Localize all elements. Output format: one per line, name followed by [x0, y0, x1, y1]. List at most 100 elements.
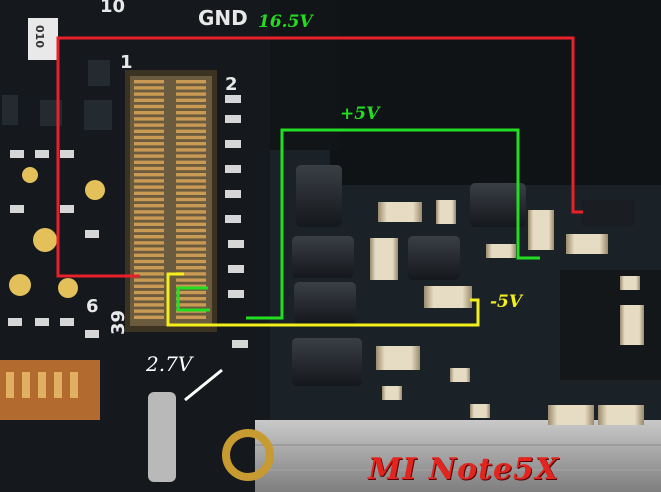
- silk-pin-2: 2: [225, 74, 238, 95]
- connector-pin: [176, 222, 206, 226]
- connector-pin: [134, 247, 164, 251]
- connector-pin: [176, 104, 206, 109]
- connector-pin: [134, 92, 164, 96]
- inductors: [292, 165, 661, 386]
- connector-pin: [134, 228, 164, 233]
- capacitors: [370, 200, 644, 425]
- connector-pin: [134, 210, 164, 214]
- label-16v5: 16.5V: [258, 12, 313, 32]
- trace-2v7: [184, 368, 223, 402]
- connector-pin: [176, 98, 206, 102]
- connector-pin: [176, 235, 206, 239]
- connector-pin: [176, 216, 206, 220]
- label-plus5v: +5V: [340, 104, 380, 124]
- connector-pin: [176, 303, 206, 307]
- resistor: [28, 18, 58, 60]
- board-connector: [125, 70, 217, 332]
- connector-pin: [176, 247, 206, 251]
- test-pads: [9, 167, 105, 298]
- connector-pin: [176, 272, 206, 276]
- connector-pin: [176, 86, 206, 90]
- connector-pin: [134, 253, 164, 257]
- connector-pin: [134, 173, 164, 177]
- connector-pin: [134, 142, 164, 146]
- trace-plus5v: [246, 128, 540, 320]
- connector-pin: [176, 297, 206, 301]
- connector-pin: [134, 222, 164, 226]
- connector-pin: [176, 197, 206, 202]
- connector-pin: [176, 160, 206, 164]
- connector-pin: [176, 241, 206, 245]
- connector-pin: [134, 278, 164, 282]
- connector-pin: [176, 266, 206, 270]
- connector-pin: [134, 297, 164, 301]
- silk-gnd: GND: [198, 6, 248, 30]
- connector-pin: [176, 210, 206, 214]
- connector-pin: [176, 253, 206, 257]
- connector-pin: [176, 278, 206, 282]
- connector-pin: [134, 117, 164, 121]
- connector-pin: [176, 204, 206, 208]
- label-minus5v: -5V: [490, 292, 523, 312]
- connector-pin: [134, 197, 164, 202]
- connector-pin: [176, 228, 206, 233]
- connector-pin: [134, 216, 164, 220]
- connector-pin: [134, 272, 164, 276]
- connector-pin: [176, 123, 206, 127]
- connector-pin: [134, 315, 164, 319]
- connector-pin: [176, 259, 206, 264]
- connector-pin: [134, 129, 164, 133]
- connector-pin: [134, 166, 164, 171]
- connector-pin: [134, 80, 164, 84]
- connector-pin: [134, 204, 164, 208]
- connector-pin: [134, 235, 164, 239]
- connector-pin: [134, 284, 164, 288]
- connector-pin: [176, 148, 206, 152]
- connector-pin: [134, 303, 164, 307]
- flex-connector: [0, 360, 100, 420]
- connector-pin: [176, 142, 206, 146]
- caption-model: MI Note5X: [368, 452, 560, 487]
- connector-pin: [134, 98, 164, 102]
- trace-minus5v: [166, 272, 480, 327]
- connector-pin: [134, 154, 164, 158]
- trace-16v5: [56, 36, 583, 278]
- trace-plus5v-branch: [176, 286, 210, 312]
- connector-pin: [134, 266, 164, 270]
- connector-pin: [176, 135, 206, 140]
- connector-pin: [176, 179, 206, 183]
- connector-pin: [176, 173, 206, 177]
- connector-pin: [176, 166, 206, 171]
- silk-pin-39: 39: [108, 309, 130, 336]
- connector-pin: [176, 80, 206, 84]
- connector-pin: [134, 135, 164, 140]
- screw-pad: [222, 429, 274, 481]
- connector-pin: [176, 191, 206, 195]
- label-2v7: 2.7V: [146, 352, 193, 376]
- connector-pin: [134, 148, 164, 152]
- connector-pin: [134, 104, 164, 109]
- connector-pin: [176, 154, 206, 158]
- connector-pin: [134, 160, 164, 164]
- metal-shield: [255, 420, 661, 492]
- connector-pin: [134, 179, 164, 183]
- connector-pin: [134, 86, 164, 90]
- connector-pin: [134, 309, 164, 313]
- silk-pin-6: 6: [86, 296, 99, 317]
- connector-pin: [134, 111, 164, 115]
- connector-pin: [134, 290, 164, 295]
- connector-pin: [134, 123, 164, 127]
- connector-pin: [176, 315, 206, 319]
- connector-pin: [176, 185, 206, 189]
- connector-pin: [176, 111, 206, 115]
- silk-marker-10: 10: [100, 0, 126, 17]
- resistor-code: 010: [32, 25, 46, 48]
- spring-contact: [148, 392, 176, 482]
- connector-pin: [134, 241, 164, 245]
- connector-pin: [176, 290, 206, 295]
- connector-pin: [134, 259, 164, 264]
- connector-pin: [134, 191, 164, 195]
- connector-pin: [176, 284, 206, 288]
